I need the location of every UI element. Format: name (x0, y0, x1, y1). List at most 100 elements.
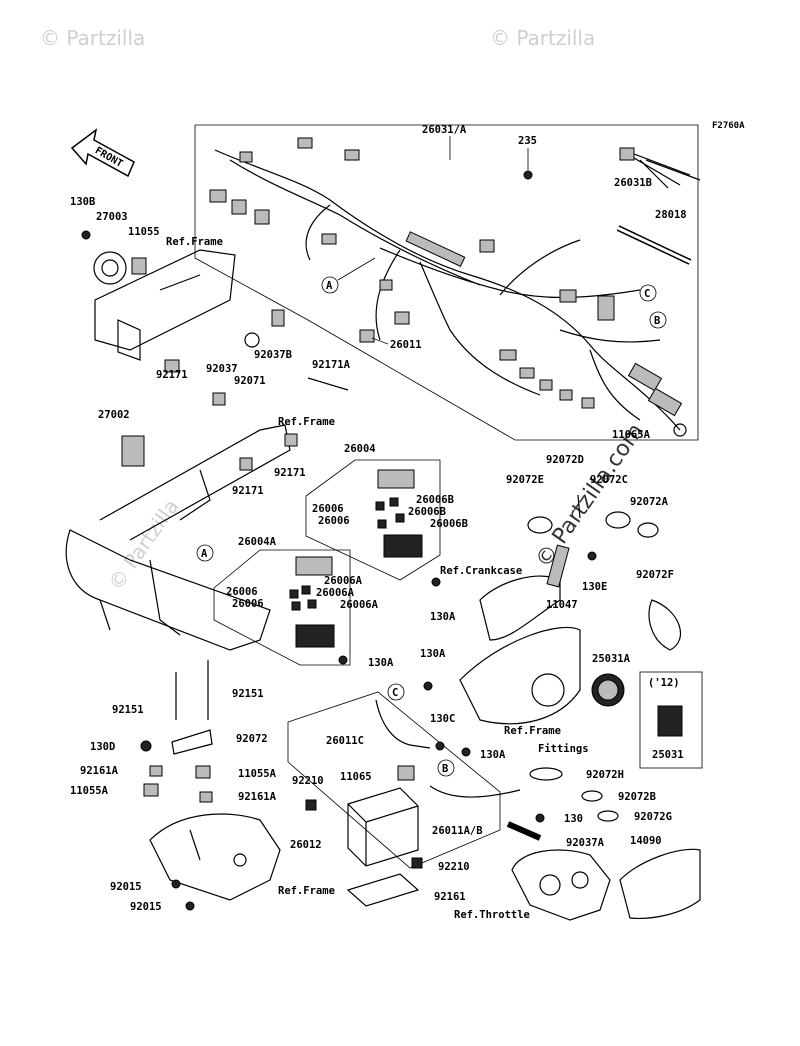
sub-harness-26031B (619, 147, 701, 189)
fusebox-frame-26004A (213, 549, 351, 666)
label-92161: 92161 (434, 891, 466, 903)
callout-c-battery: C (387, 683, 405, 701)
fusebox-frame-26004 (305, 459, 441, 581)
label-11065A: 11065A (612, 429, 651, 441)
label-26006-a: 26006 (312, 503, 344, 515)
label-26006-c: 26006 (226, 586, 258, 598)
label-27002: 27002 (98, 409, 130, 421)
label-235: 235 (518, 135, 537, 147)
label-92072H: 92072H (586, 769, 624, 781)
cable-26011C (375, 699, 431, 749)
label-92210-a: 92210 (292, 775, 324, 787)
label-26006B-2: 26006B (408, 506, 446, 518)
front-arrow-icon: FRONT (70, 128, 135, 178)
crankcase (479, 544, 597, 641)
label-92072D: 92072D (546, 454, 584, 466)
clip-92037 (212, 392, 226, 406)
label-26011AB: 26011A/B (432, 825, 483, 837)
svg-text:B: B (654, 315, 660, 327)
strap-92037A (506, 821, 542, 841)
band-92072A (637, 522, 659, 538)
horn-27003 (81, 230, 147, 285)
label-26006A-3: 26006A (340, 599, 379, 611)
label-26006-b: 26006 (318, 515, 350, 527)
battery-tray-frame (149, 813, 281, 901)
label-130D: 130D (90, 741, 115, 753)
label-26011C: 26011C (326, 735, 364, 747)
strap-92171A (307, 377, 349, 391)
label-11065: 11065 (340, 771, 372, 783)
label-26004A: 26004A (238, 536, 277, 548)
diagram-code: F2760A (712, 121, 745, 131)
part-25031 (657, 705, 683, 737)
label-92210-b: 92210 (438, 861, 470, 873)
watermark-top-left: © Partzilla (40, 26, 145, 50)
band-92072F (648, 599, 681, 651)
label-26031B: 26031B (614, 177, 652, 189)
label-11055A-right: 11055A (238, 768, 277, 780)
label-ref-frame-2: Ref.Frame (278, 416, 335, 428)
label-ref-frame-fittings-1: Ref.Frame (504, 725, 561, 737)
label-130B: 130B (70, 196, 95, 208)
label-92071: 92071 (234, 375, 266, 387)
label-92171A: 92171A (312, 359, 351, 371)
band-92072E (527, 516, 553, 534)
label-11055A: 11055A (70, 785, 109, 797)
label-130C: 130C (430, 713, 455, 725)
label-92037B: 92037B (254, 349, 292, 361)
label-25031A: 25031A (592, 653, 631, 665)
mat-92161 (346, 873, 420, 907)
label-26031A: 26031/A (422, 124, 467, 136)
frame-fittings (459, 626, 625, 725)
tube-28018 (616, 225, 692, 265)
band-92072G (597, 810, 619, 822)
throttle-body (511, 849, 611, 921)
label-92015-a: 92015 (110, 881, 142, 893)
main-harness (209, 137, 687, 437)
clip-92037B (271, 309, 285, 327)
label-14090: 14090 (630, 835, 662, 847)
svg-text:C: C (392, 687, 398, 699)
cap-11065 (397, 765, 415, 781)
main-frame (65, 424, 298, 651)
label-92161A: 92161A (80, 765, 119, 777)
relay-27002 (121, 435, 145, 467)
label-92037: 92037 (206, 363, 238, 375)
band-92072H (529, 767, 563, 781)
label-92171-c: 92171 (232, 485, 264, 497)
label-12: ('12) (648, 677, 680, 689)
label-92151-a: 92151 (232, 688, 264, 700)
svg-text:B: B (442, 763, 448, 775)
cable-26011AB (429, 785, 521, 798)
label-ref-frame-fittings-2: Fittings (538, 743, 589, 755)
fusebox-26004A (289, 556, 335, 648)
label-130: 130 (564, 813, 583, 825)
cover-14090 (619, 848, 701, 920)
label-92072G: 92072G (634, 811, 672, 823)
label-ref-frame-1: Ref.Frame (166, 236, 223, 248)
variant-box-12 (639, 671, 703, 769)
callout-c-harness: C (639, 284, 657, 302)
label-26006B-1: 26006B (416, 494, 454, 506)
watermark-left: © Partzilla (103, 495, 183, 595)
label-26011: 26011 (390, 339, 422, 351)
label-92015-b: 92015 (130, 901, 162, 913)
callout-b-harness: B (649, 311, 667, 329)
watermark-top-right: © Partzilla (490, 26, 595, 50)
label-92171-a: 92171 (156, 369, 188, 381)
band-92072C (605, 511, 631, 529)
band-92072D (577, 494, 581, 519)
label-130E: 130E (582, 581, 607, 593)
svg-text:A: A (201, 548, 208, 560)
label-92072A: 92072A (630, 496, 669, 508)
label-92072E: 92072E (506, 474, 544, 486)
label-26004: 26004 (344, 443, 376, 455)
label-130A-2: 130A (368, 657, 394, 669)
label-92072: 92072 (236, 733, 268, 745)
label-92151-b: 92151 (112, 704, 144, 716)
label-92072F: 92072F (636, 569, 674, 581)
label-11055: 11055 (128, 226, 160, 238)
label-130A-3: 130A (420, 648, 446, 660)
battery-26012 (347, 787, 419, 867)
